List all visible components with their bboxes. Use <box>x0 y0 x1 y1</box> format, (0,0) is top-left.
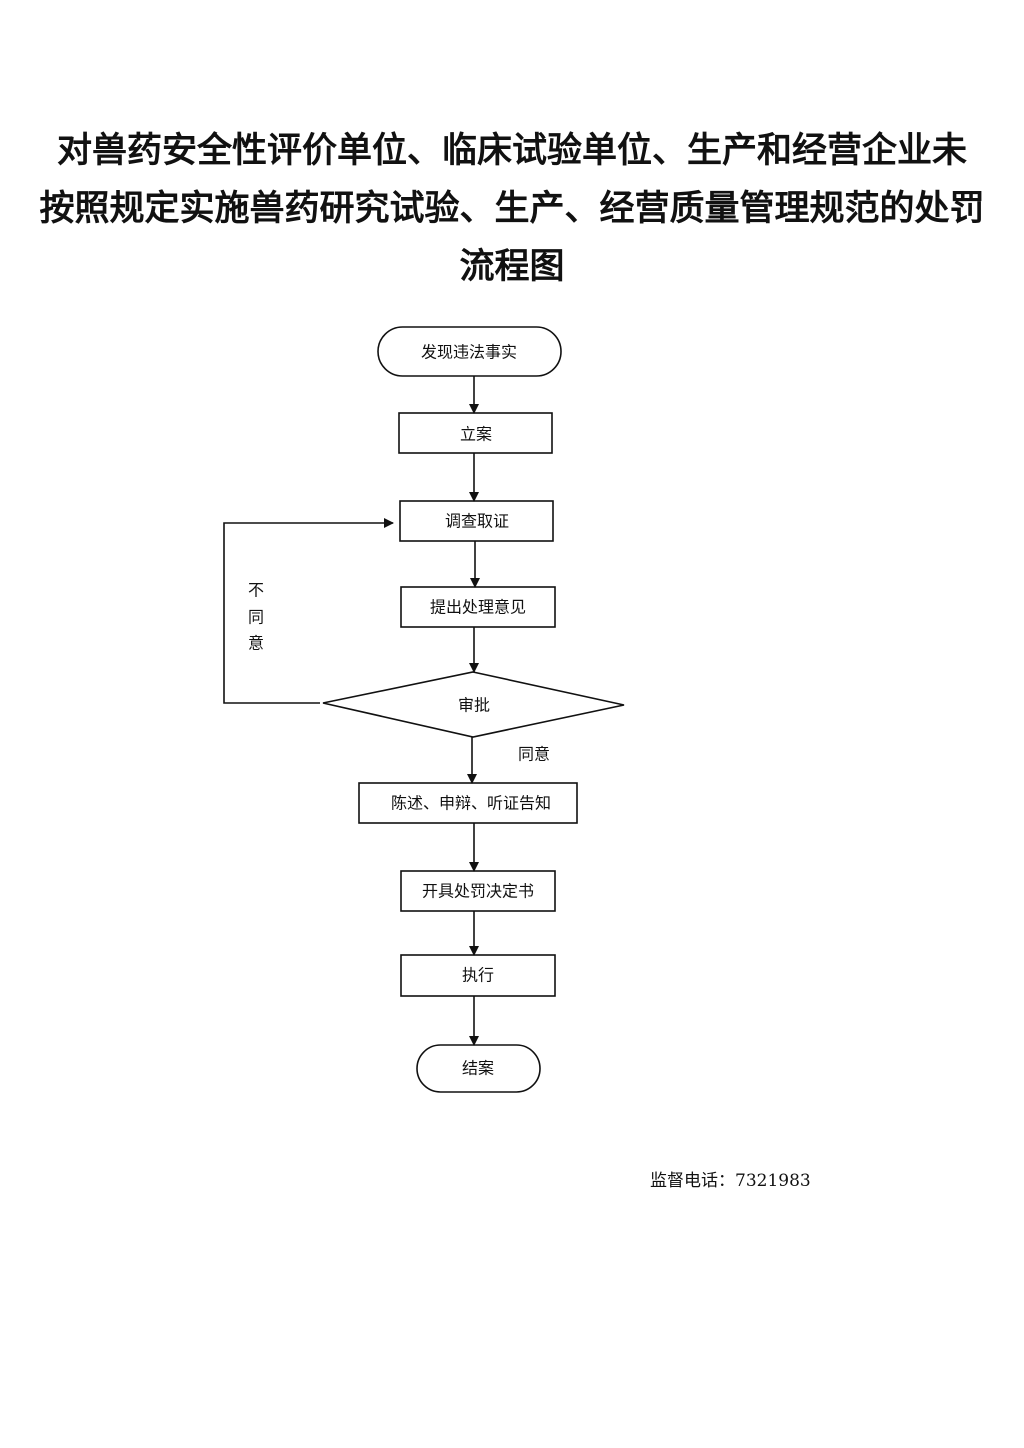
reject-label-char: 不 <box>248 581 264 600</box>
arrow-reject-loop <box>223 518 394 704</box>
step2-label: 调查取证 <box>445 512 509 531</box>
step1-label: 立案 <box>460 425 492 444</box>
start-label: 发现违法事实 <box>421 343 517 362</box>
reject-label-char: 同 <box>248 608 264 627</box>
step3-label: 提出处理意见 <box>430 598 526 617</box>
approve-label: 同意 <box>518 745 550 764</box>
decision-diamond <box>322 671 625 738</box>
reject-label-char: 意 <box>248 634 264 653</box>
step6-label: 执行 <box>462 966 494 985</box>
step5-label: 开具处罚决定书 <box>422 882 534 901</box>
step4-label: 陈述、申辩、听证告知 <box>391 794 551 813</box>
title-line-2: 按照规定实施兽药研究试验、生产、经营质量管理规范的处罚 <box>39 188 985 229</box>
end-label: 结案 <box>462 1059 494 1078</box>
start-terminator <box>377 326 562 377</box>
title-line-3: 流程图 <box>459 246 565 287</box>
title-line-1: 对兽药安全性评价单位、临床试验单位、生产和经营企业未 <box>56 130 967 171</box>
supervision-phone: 监督电话：7321983 <box>650 1171 811 1191</box>
decision-label: 审批 <box>458 696 490 715</box>
